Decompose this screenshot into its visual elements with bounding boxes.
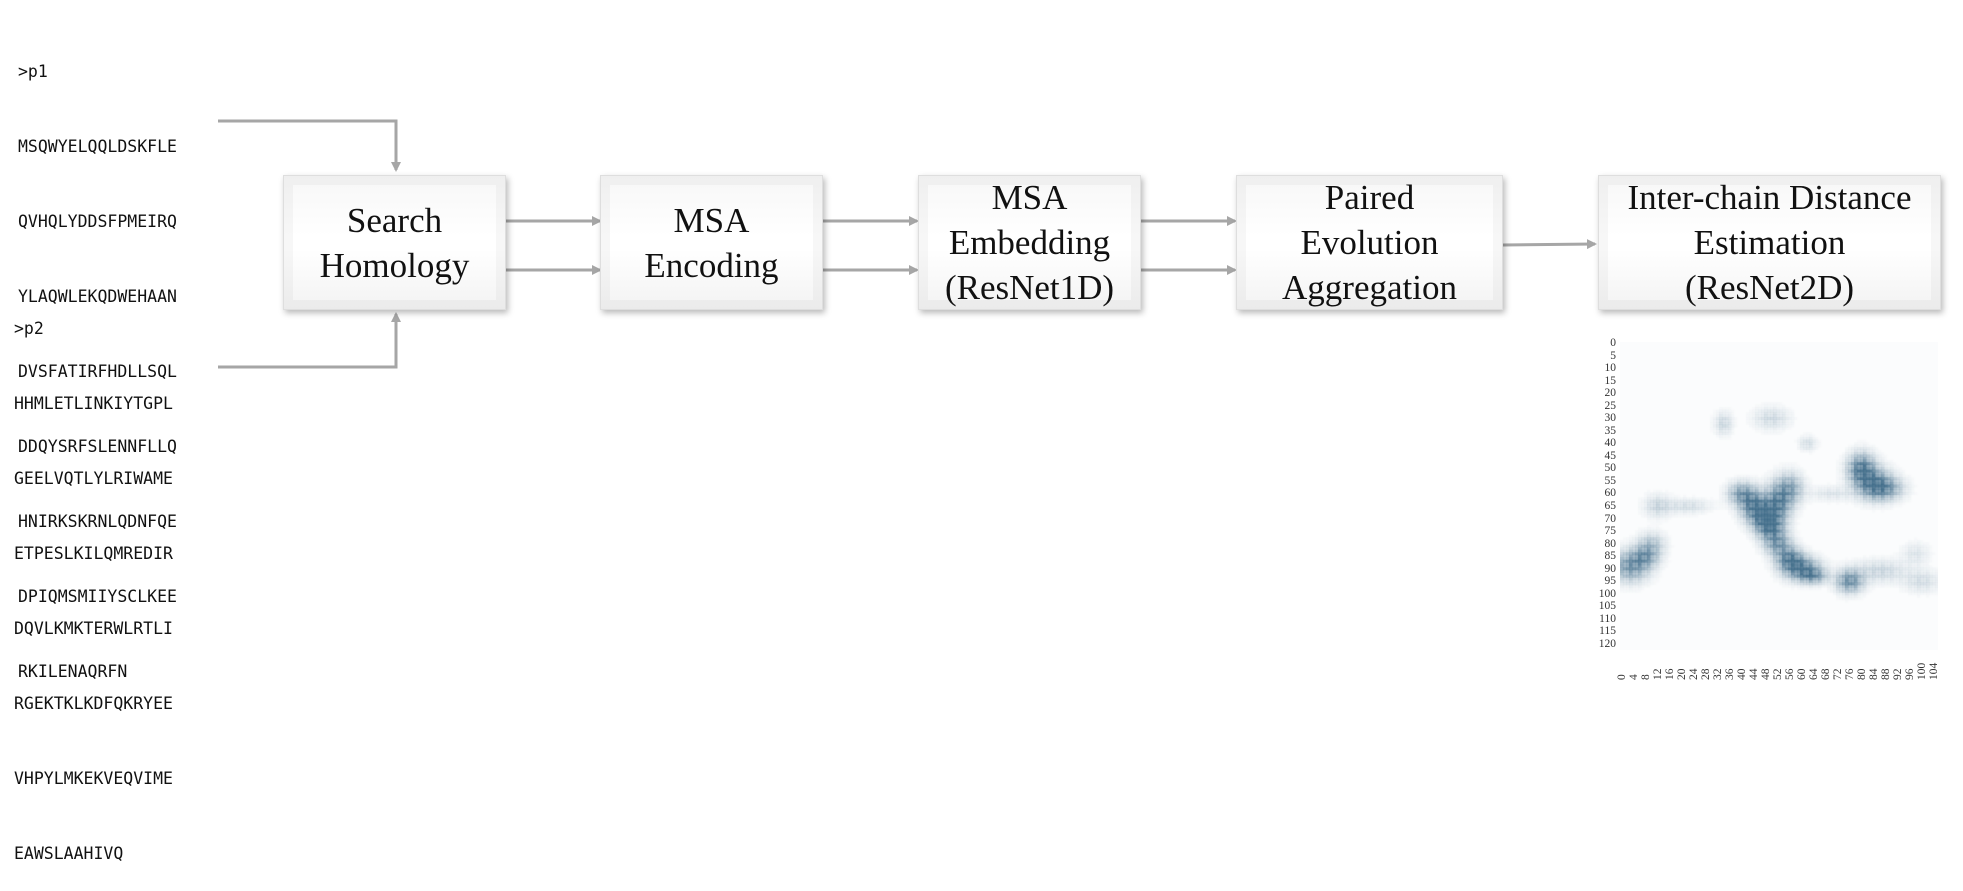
search-homology-box: Search Homology	[283, 175, 506, 310]
x-tick-label: 28	[1699, 668, 1712, 681]
sequence-line: HNIRKSKRNLQDNFQE	[18, 512, 177, 531]
sequence-p1: >p1 MSQWYELQQLDSKFLE QVHQLYDDSFPMEIRQ YL…	[18, 9, 177, 709]
y-tick-label: 50	[1604, 462, 1617, 475]
sequence-line: DQVLKMKTERWLRTLI	[14, 619, 173, 638]
y-tick-label: 115	[1599, 625, 1616, 638]
y-tick-label: 85	[1604, 550, 1617, 563]
x-tick-label: 32	[1711, 668, 1724, 681]
arrow-p2-to-search	[218, 312, 401, 369]
y-tick-label: 10	[1604, 362, 1617, 375]
box-label: Evolution	[1300, 223, 1439, 262]
x-tick-label: 68	[1819, 668, 1832, 681]
y-tick-label: 70	[1604, 512, 1617, 525]
sequence-line: QVHQLYDDSFPMEIRQ	[18, 212, 177, 231]
x-tick-label: 40	[1735, 668, 1748, 681]
y-tick-label: 75	[1604, 525, 1617, 538]
x-tick-label: 52	[1771, 668, 1784, 681]
msa-encoding-box: MSA Encoding	[600, 175, 823, 310]
x-tick-label: 84	[1867, 668, 1880, 681]
x-tick-label: 12	[1651, 668, 1664, 681]
y-tick-label: 110	[1599, 612, 1616, 625]
paired-evolution-aggregation-box: Paired Evolution Aggregation	[1236, 175, 1503, 310]
y-tick-label: 5	[1610, 349, 1616, 362]
box-label: MSA	[991, 178, 1068, 217]
y-tick-label: 65	[1604, 500, 1617, 513]
x-tick-label: 96	[1903, 668, 1916, 681]
x-tick-label: 24	[1687, 668, 1700, 681]
box-label: Homology	[319, 245, 470, 285]
box-label: MSA	[673, 200, 750, 240]
x-tick-label: 64	[1807, 668, 1820, 681]
x-tick-label: 80	[1855, 668, 1868, 681]
sequence-line: EAWSLAAHIVQ	[14, 844, 124, 863]
x-tick-label: 36	[1723, 668, 1736, 681]
box-label: Paired	[1324, 178, 1415, 217]
sequence-line: RGEKTKLKDFQKRYEE	[14, 694, 173, 713]
sequence-line: MSQWYELQQLDSKFLE	[18, 137, 177, 156]
sequence-line: VHPYLMKEKVEQVIME	[14, 769, 173, 788]
sequence-line: DPIQMSMIIYSCLKEE	[18, 587, 177, 606]
y-tick-label: 0	[1610, 337, 1616, 350]
x-tick-label: 92	[1891, 668, 1904, 681]
y-tick-label: 95	[1604, 575, 1617, 588]
x-tick-label: 0	[1615, 674, 1628, 680]
y-tick-label: 100	[1598, 587, 1616, 600]
x-tick-label: 20	[1675, 668, 1688, 681]
y-tick-label: 120	[1598, 637, 1616, 650]
y-tick-label: 45	[1604, 449, 1617, 462]
sequence-line: DVSFATIRFHDLLSQL	[18, 362, 177, 381]
x-tick-label: 44	[1747, 668, 1760, 681]
y-tick-label: 60	[1604, 487, 1617, 500]
sequence-line: RKILENAQRFN	[18, 662, 128, 681]
x-tick-label: 60	[1795, 668, 1808, 681]
y-tick-label: 15	[1604, 374, 1617, 387]
sequence-line: YLAQWLEKQDWEHAAN	[18, 287, 177, 306]
y-tick-label: 40	[1604, 437, 1617, 450]
x-tick-label: 88	[1879, 668, 1892, 681]
flow-arrows	[218, 119, 1597, 369]
y-tick-label: 80	[1604, 537, 1617, 550]
y-tick-label: 90	[1604, 562, 1617, 575]
x-tick-label: 56	[1783, 668, 1796, 681]
arrow-p1-to-search	[218, 119, 401, 172]
contact-map-canvas	[1620, 342, 1938, 650]
box-label: Aggregation	[1282, 268, 1457, 307]
box-label: Estimation	[1693, 223, 1846, 262]
arrow-paired-to-distance	[1502, 239, 1597, 250]
y-tick-label: 20	[1604, 387, 1617, 400]
sequence-line: ETPESLKILQMREDIR	[14, 544, 173, 563]
x-tick-label: 104	[1927, 662, 1940, 680]
y-tick-label: 30	[1604, 412, 1617, 425]
sequence-line: DDQYSRFSLENNFLLQ	[18, 437, 177, 456]
x-tick-label: 72	[1831, 668, 1844, 681]
x-tick-label: 4	[1627, 674, 1640, 680]
sequence-line: HHMLETLINKIYTGPL	[14, 394, 173, 413]
box-label: Search	[346, 200, 443, 240]
sequence-line: GEELVQTLYLRIWAME	[14, 469, 173, 488]
sequence-header: >p1	[18, 62, 48, 81]
box-label: Embedding	[948, 223, 1111, 262]
msa-embedding-box: MSA Embedding (ResNet1D)	[918, 175, 1141, 310]
inter-chain-distance-box: Inter-chain Distance Estimation (ResNet2…	[1598, 175, 1941, 310]
x-tick-label: 100	[1915, 662, 1928, 680]
x-tick-label: 48	[1759, 668, 1772, 681]
y-tick-label: 55	[1604, 474, 1617, 487]
sequence-header: >p2	[14, 319, 44, 338]
y-tick-label: 105	[1598, 600, 1616, 613]
y-tick-label: 35	[1604, 424, 1617, 437]
box-label: Inter-chain Distance	[1627, 178, 1912, 217]
box-label: (ResNet1D)	[944, 268, 1115, 307]
x-tick-label: 16	[1663, 668, 1676, 681]
y-tick-label: 25	[1604, 399, 1617, 412]
box-label: Encoding	[644, 245, 779, 285]
x-tick-label: 8	[1639, 674, 1652, 680]
x-tick-label: 76	[1843, 668, 1856, 681]
box-label: (ResNet2D)	[1684, 268, 1855, 307]
